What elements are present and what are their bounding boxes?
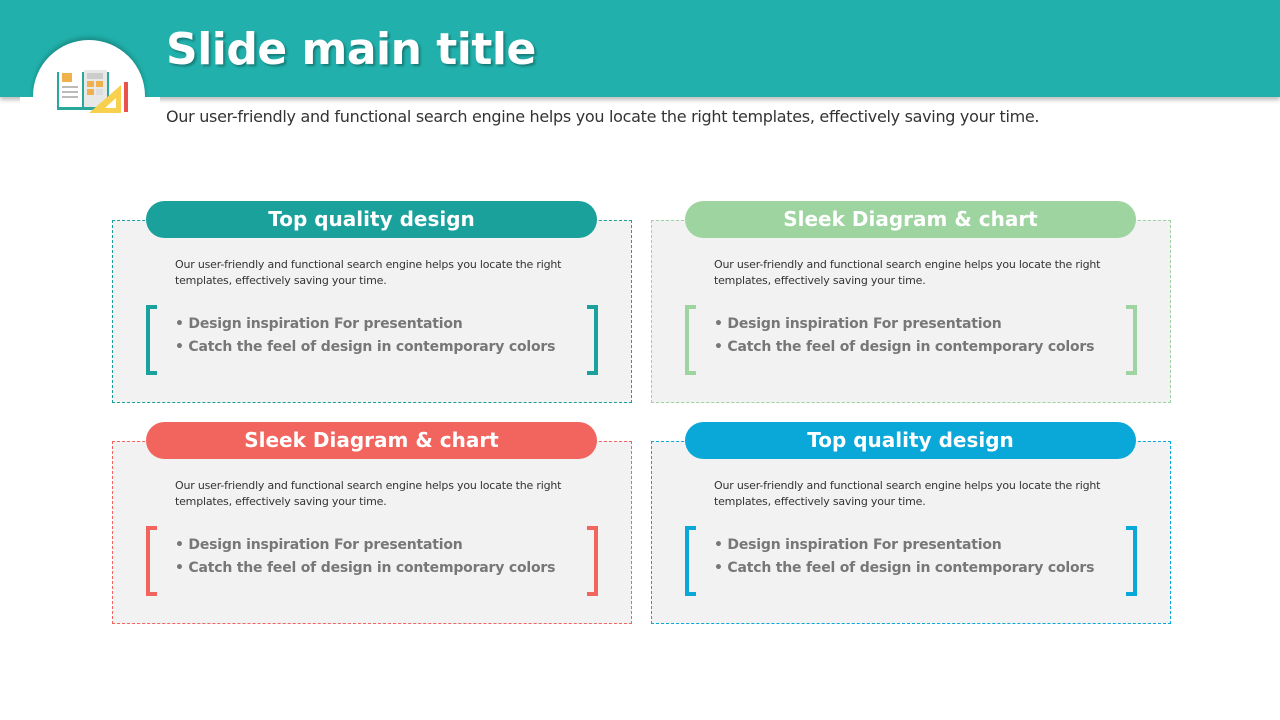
- card-title: Sleek Diagram & chart: [685, 201, 1136, 238]
- bullet-item: • Catch the feel of design in contempora…: [175, 560, 556, 576]
- bullet-item: • Catch the feel of design in contempora…: [175, 339, 556, 355]
- right-bracket: [1126, 526, 1137, 596]
- bullet-item: • Design inspiration For presentation: [714, 316, 1002, 332]
- bullet-list: • Design inspiration For presentation • …: [175, 534, 555, 580]
- right-bracket: [587, 305, 598, 375]
- card-description: Our user-friendly and functional search …: [714, 479, 1101, 508]
- header-band: [0, 0, 1280, 97]
- bullet-item: • Catch the feel of design in contempora…: [714, 339, 1095, 355]
- bullet-item: • Design inspiration For presentation: [714, 537, 1002, 553]
- page-title: Slide main title: [166, 24, 536, 75]
- right-bracket: [587, 526, 598, 596]
- left-bracket: [146, 526, 157, 596]
- bullet-item: • Design inspiration For presentation: [175, 537, 463, 553]
- feature-card: Our user-friendly and functional search …: [651, 441, 1171, 624]
- bullet-item: • Design inspiration For presentation: [175, 316, 463, 332]
- bullet-list: • Design inspiration For presentation • …: [714, 313, 1094, 359]
- left-bracket: [146, 305, 157, 375]
- card-description: Our user-friendly and functional search …: [175, 479, 562, 508]
- left-bracket: [685, 305, 696, 375]
- card-title: Top quality design: [146, 201, 597, 238]
- feature-card: Our user-friendly and functional search …: [112, 220, 632, 403]
- book-ruler-icon: [57, 70, 128, 113]
- bullet-item: • Catch the feel of design in contempora…: [714, 560, 1095, 576]
- bullet-list: • Design inspiration For presentation • …: [714, 534, 1094, 580]
- left-bracket: [685, 526, 696, 596]
- feature-card: Our user-friendly and functional search …: [651, 220, 1171, 403]
- right-bracket: [1126, 305, 1137, 375]
- card-title: Sleek Diagram & chart: [146, 422, 597, 459]
- card-description: Our user-friendly and functional search …: [175, 258, 562, 287]
- card-description: Our user-friendly and functional search …: [714, 258, 1101, 287]
- feature-card: Our user-friendly and functional search …: [112, 441, 632, 624]
- page-subtitle: Our user-friendly and functional search …: [166, 107, 1040, 126]
- card-title: Top quality design: [685, 422, 1136, 459]
- bullet-list: • Design inspiration For presentation • …: [175, 313, 555, 359]
